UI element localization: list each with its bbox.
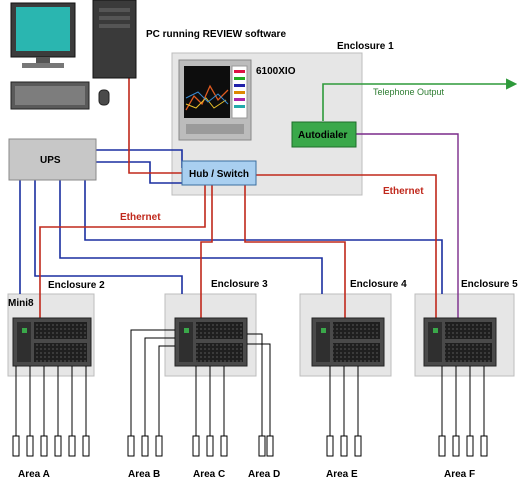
- ethernet-label-left: Ethernet: [120, 212, 161, 223]
- enclosure3-label: Enclosure 3: [211, 279, 268, 290]
- area-e-label: Area E: [326, 469, 358, 480]
- autodialer-box: [291, 121, 357, 148]
- pc-label: PC running REVIEW software: [146, 29, 286, 40]
- ethernet-wiring: [39, 78, 437, 320]
- ups-box: [8, 138, 97, 181]
- mini8-module-enc3: [174, 317, 248, 367]
- area-f-label: Area F: [444, 469, 475, 480]
- telephone-output-line: [322, 78, 518, 121]
- ups-label: UPS: [40, 155, 61, 166]
- recorder-label: 6100XIO: [256, 66, 296, 77]
- enclosure5-label: Enclosure 5: [461, 279, 518, 290]
- sensor-wiring: [15, 329, 485, 436]
- area-a-label: Area A: [18, 469, 50, 480]
- hub-label: Hub / Switch: [189, 169, 249, 180]
- pc-workstation: [10, 0, 137, 110]
- power-wiring: [19, 149, 443, 294]
- mini8-label: Mini8: [8, 298, 34, 309]
- mini8-module-enc5: [423, 317, 497, 367]
- monitor-screen: [16, 7, 70, 51]
- mouse: [98, 89, 110, 106]
- mini8-module-enc4: [311, 317, 385, 367]
- telephone-output-label: Telephone Output: [373, 87, 445, 97]
- sensors: [12, 435, 488, 457]
- autodialer-link: [356, 133, 459, 320]
- recorder-6100xio: [178, 59, 252, 141]
- area-d-label: Area D: [248, 469, 280, 480]
- hub-switch: [181, 160, 257, 186]
- pc-tower: [92, 0, 137, 79]
- autodialer-label: Autodialer: [298, 130, 348, 141]
- enclosure4-label: Enclosure 4: [350, 279, 407, 290]
- ethernet-label-right: Ethernet: [383, 186, 424, 197]
- area-c-label: Area C: [193, 469, 225, 480]
- enclosure2-label: Enclosure 2: [48, 280, 105, 291]
- area-b-label: Area B: [128, 469, 160, 480]
- enclosure1-label: Enclosure 1: [337, 41, 394, 52]
- mini8-module-enc2: [12, 317, 92, 367]
